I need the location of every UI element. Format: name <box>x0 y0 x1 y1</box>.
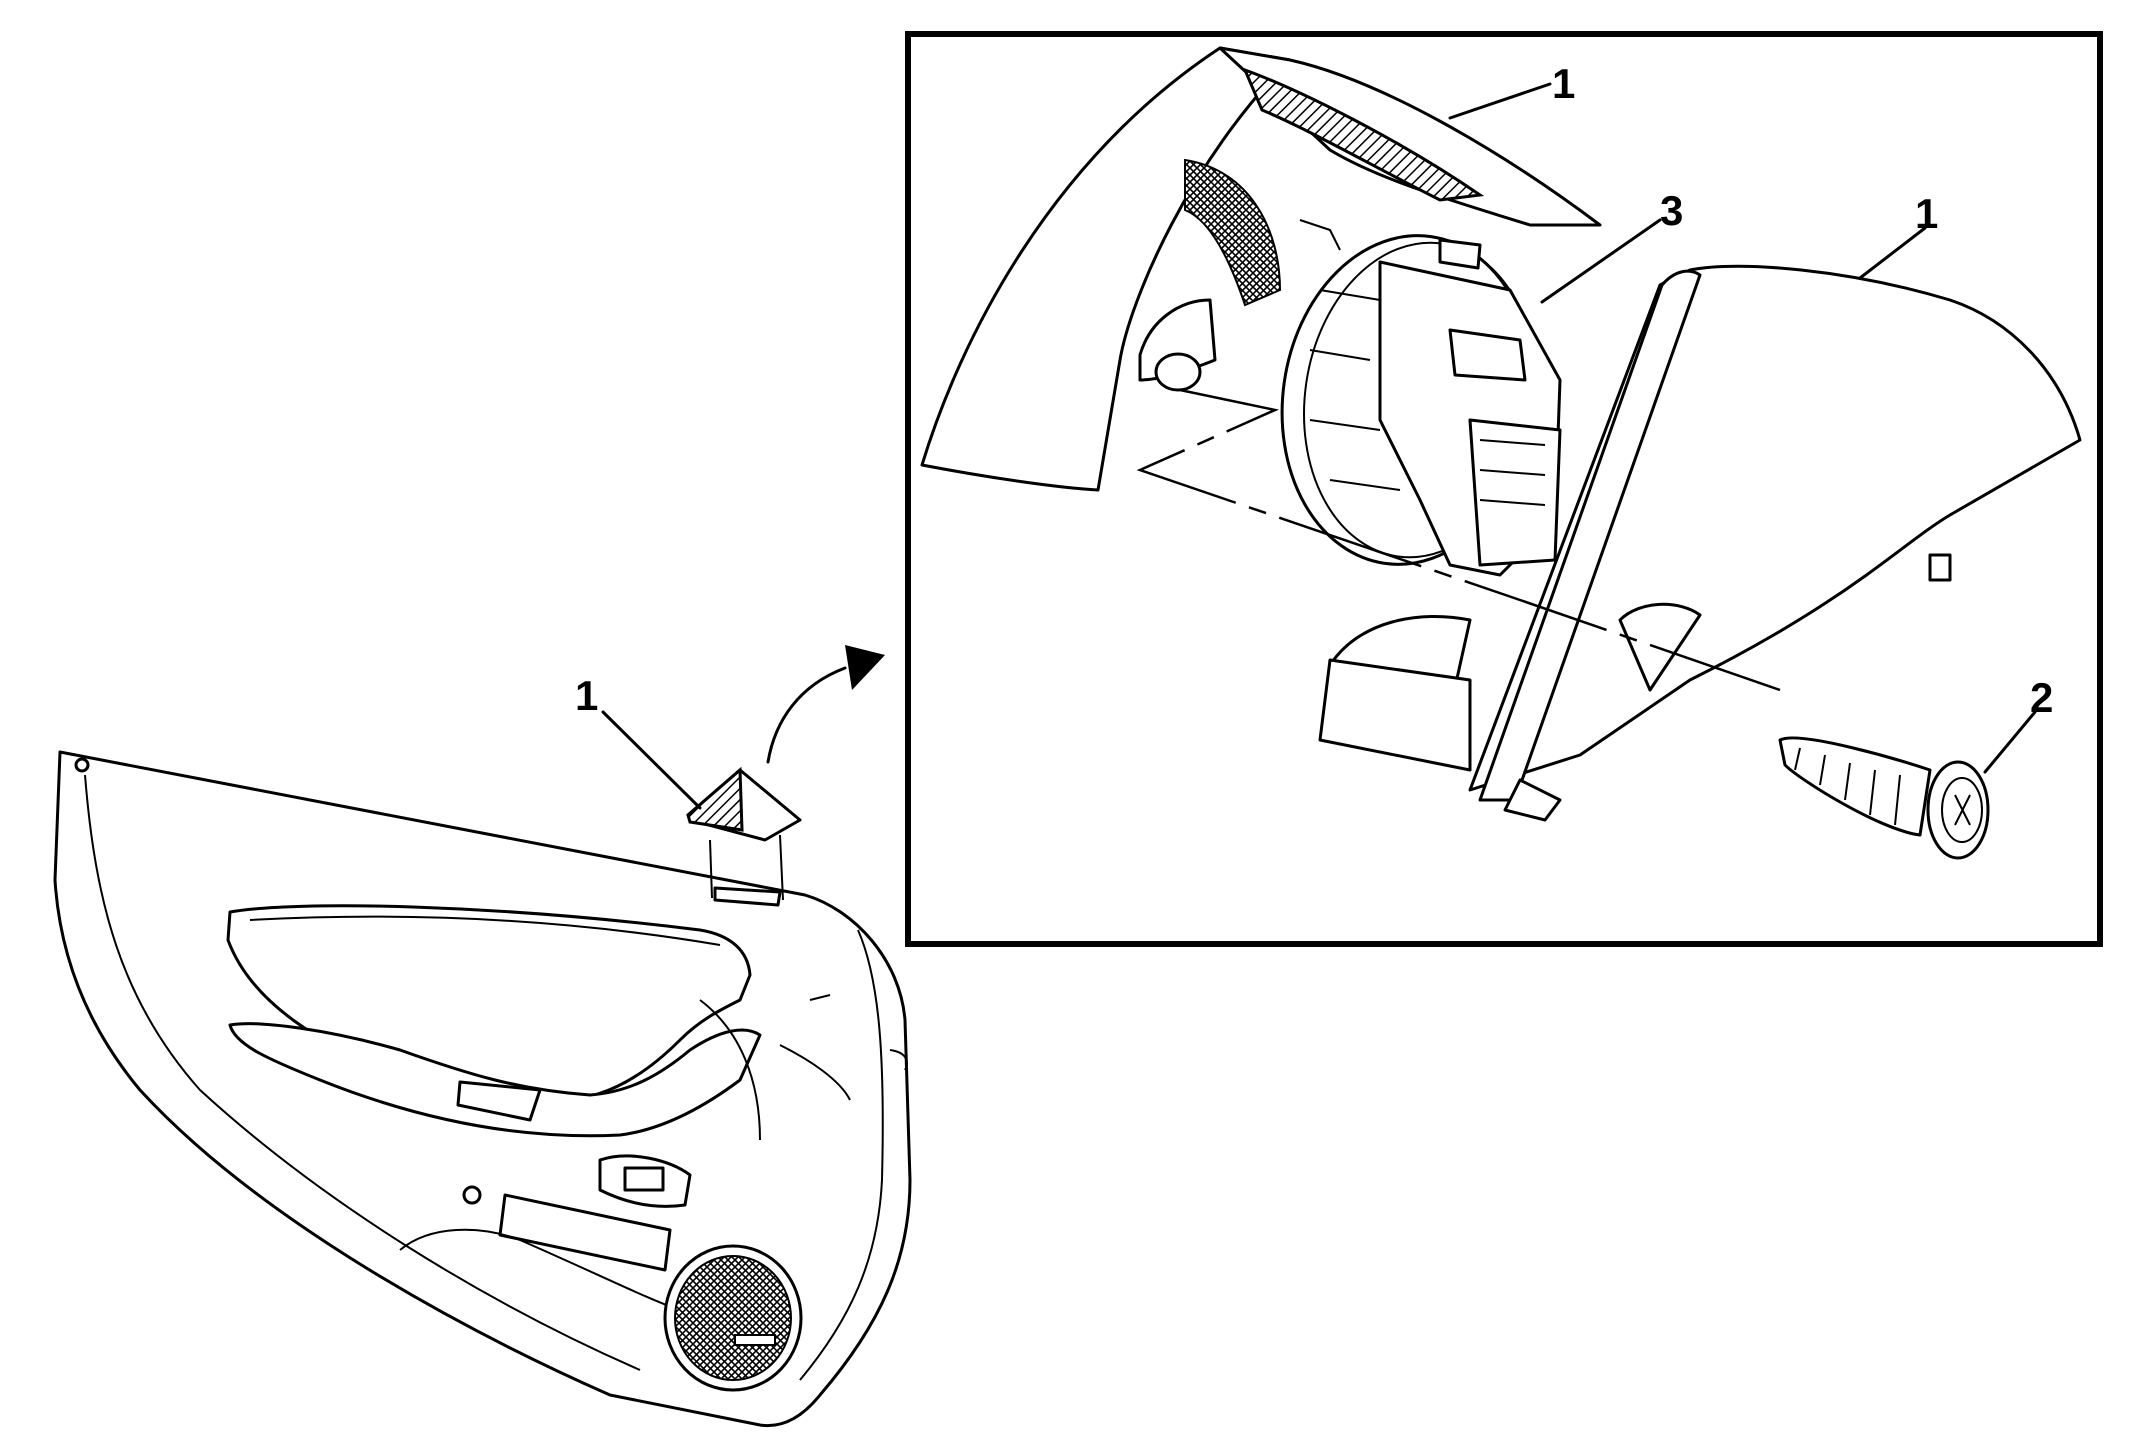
callout-switch-label: 3 <box>1660 187 1683 234</box>
lower-bezel <box>1318 264 2082 822</box>
assembly-axis-line <box>1136 388 1781 692</box>
callout-upper-bezel: 1 <box>1448 60 1575 120</box>
callout-fastener-label: 2 <box>2030 674 2053 721</box>
door-trim-panel <box>53 750 912 1428</box>
upper-bezel <box>920 46 1602 492</box>
callout-lower-bezel-label: 1 <box>1915 190 1938 237</box>
callout-fastener: 2 <box>1983 674 2053 774</box>
callout-door-bezel: 1 <box>575 672 702 810</box>
switch-assembly <box>1280 234 1562 577</box>
callout-door-bezel-label: 1 <box>575 672 598 719</box>
detail-arrow <box>766 645 885 764</box>
fastener <box>1778 736 1990 860</box>
callout-switch: 3 <box>1540 187 1683 304</box>
detail-inset: 1 3 1 2 <box>905 31 2103 947</box>
callout-lower-bezel: 1 <box>1858 190 1938 280</box>
callout-upper-bezel-label: 1 <box>1552 60 1575 107</box>
